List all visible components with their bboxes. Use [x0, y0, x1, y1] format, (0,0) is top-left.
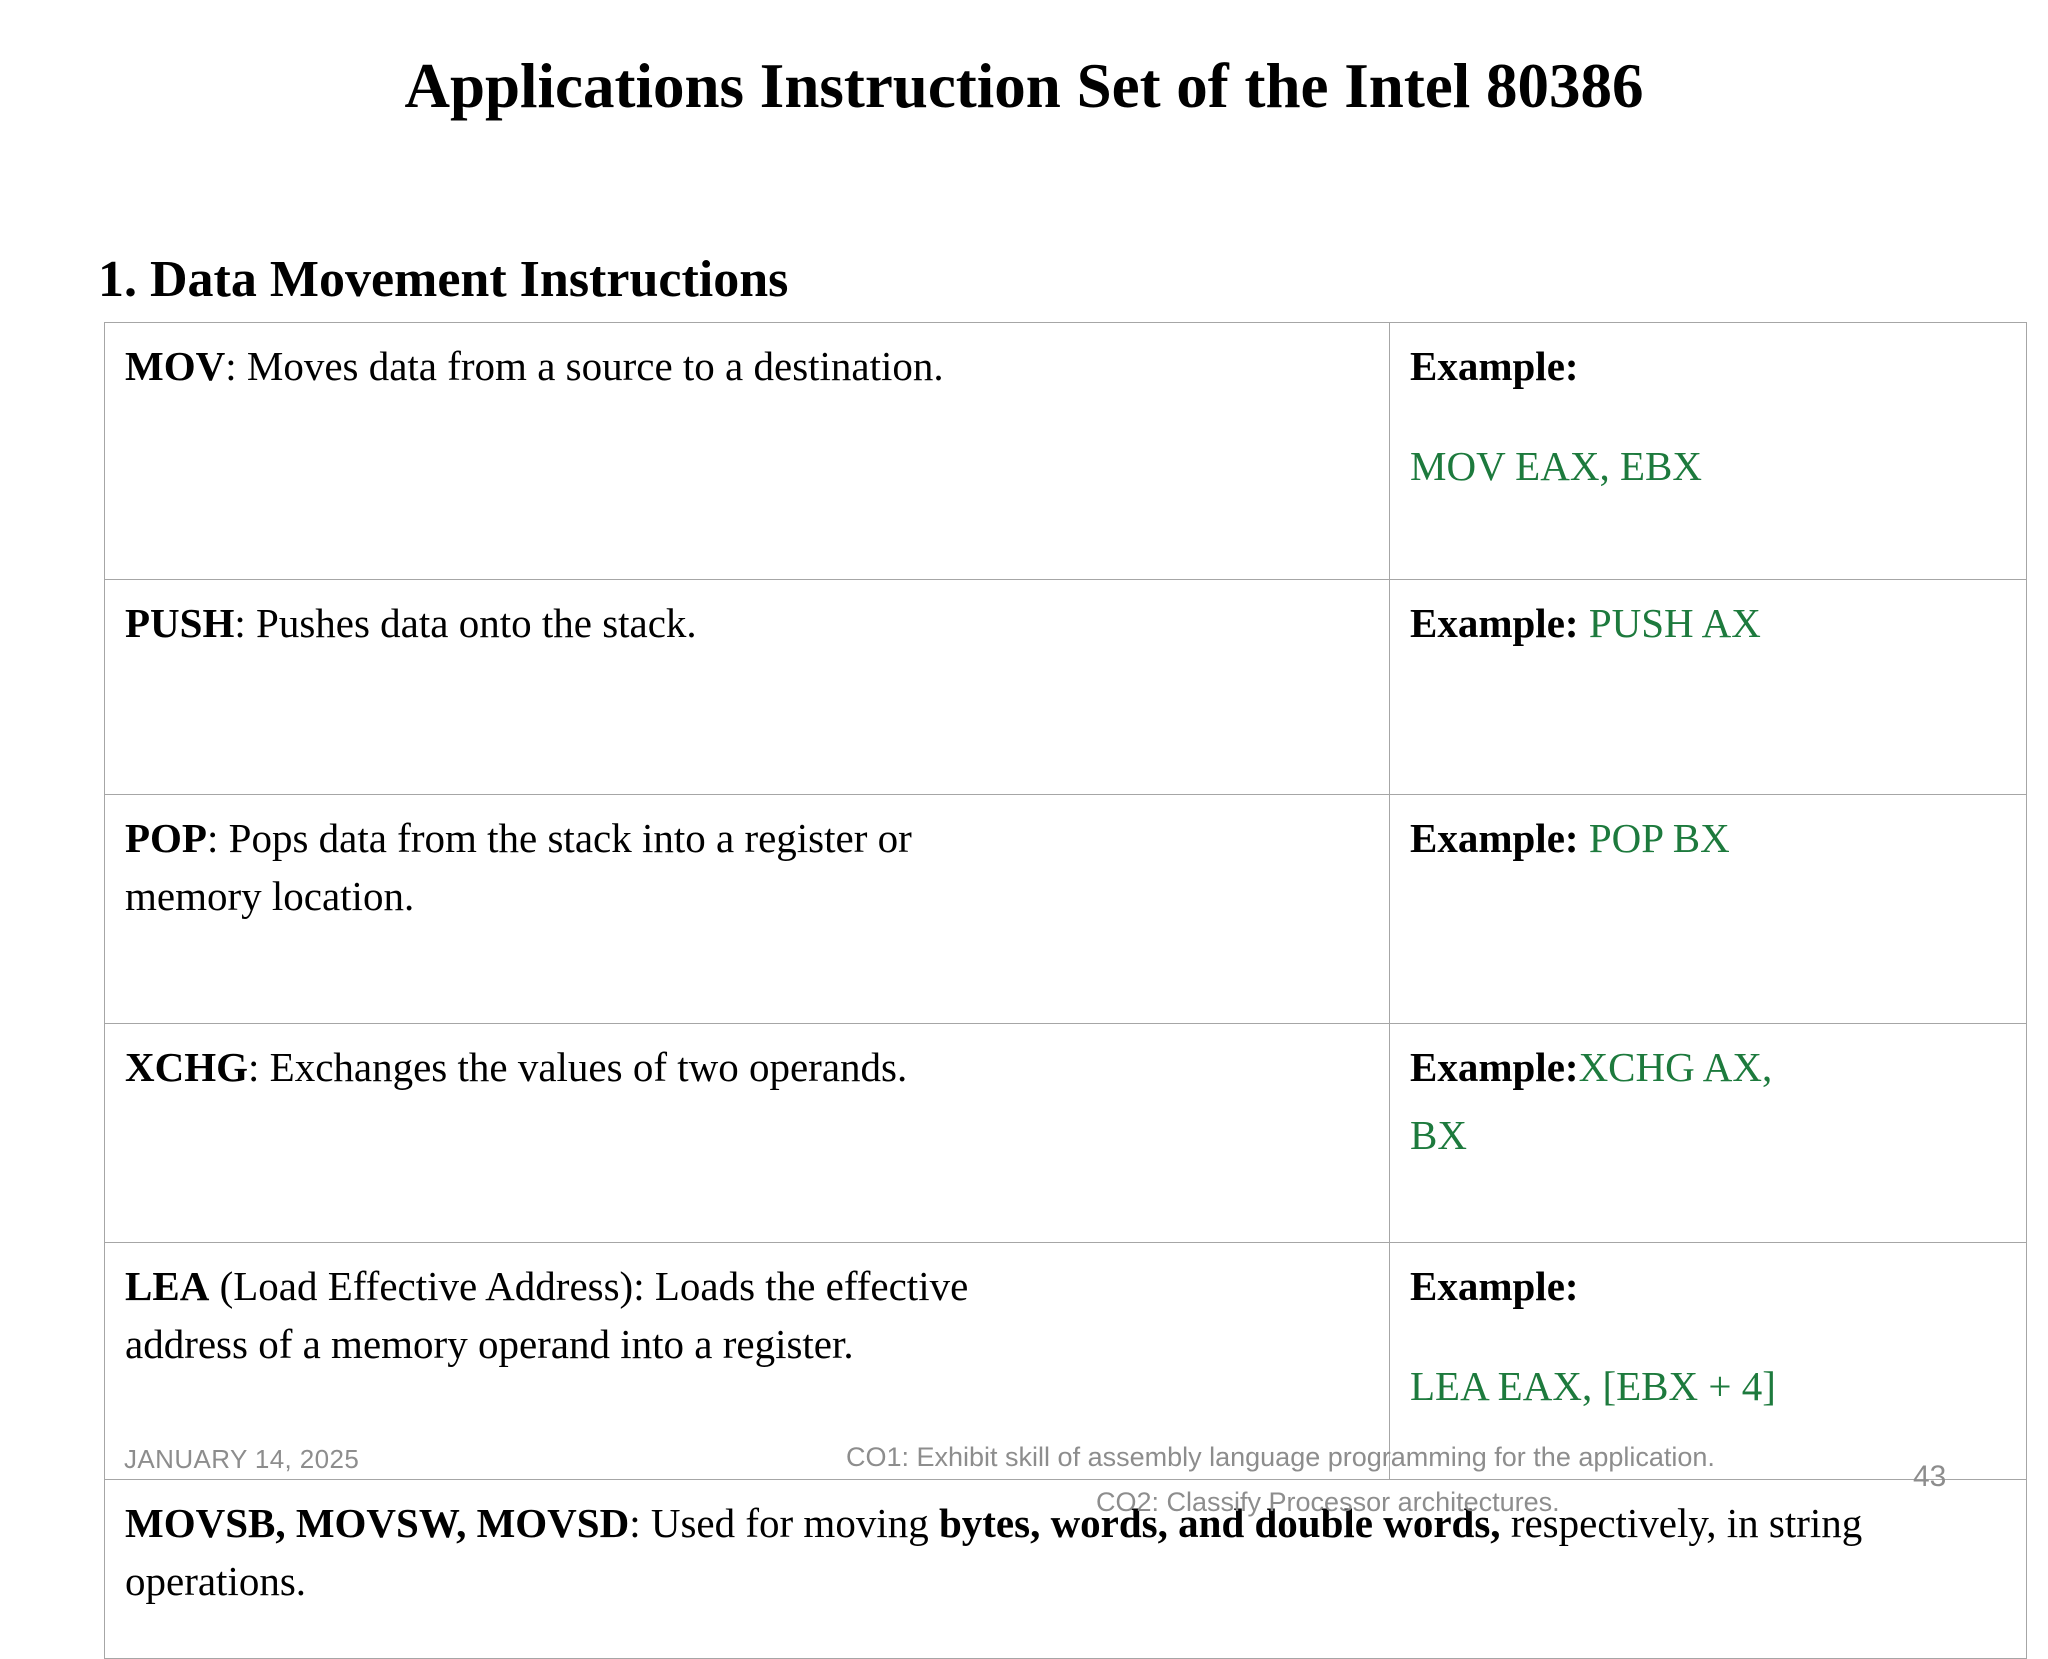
footer-course-outcome-1: CO1: Exhibit skill of assembly language …	[846, 1442, 1715, 1472]
instruction-description: Exchanges the values of two operands.	[269, 1044, 908, 1090]
example-line: Example:	[1410, 337, 2008, 395]
instruction-description-cell-full: MOVSB, MOVSW, MOVSD: Used for moving byt…	[104, 1479, 2027, 1659]
instruction-name: POP	[125, 815, 207, 861]
table-row: LEA (Load Effective Address): Loads the …	[104, 1242, 2027, 1480]
instruction-name: PUSH	[125, 600, 235, 646]
instruction-example-cell: Example: PUSH AX	[1389, 579, 2027, 795]
example-separator: :	[1564, 343, 1579, 389]
instruction-example-cell: Example:XCHG AX, BX	[1389, 1023, 2027, 1243]
instruction-separator: :	[248, 1044, 270, 1090]
instruction-description-cell: POP: Pops data from the stack into a reg…	[104, 794, 1390, 1024]
instruction-description-line2: memory location.	[125, 873, 415, 920]
example-line: Example:	[1410, 1257, 2008, 1315]
example-code: LEA EAX, [EBX + 4]	[1410, 1363, 1776, 1410]
instruction-example-cell: Example: POP BX	[1389, 794, 2027, 1024]
instruction-example-cell: Example: LEA EAX, [EBX + 4]	[1389, 1242, 2027, 1480]
example-separator: :	[1564, 600, 1589, 646]
instruction-description: Used for moving	[650, 1500, 939, 1546]
instruction-description: Moves data from a source to a destinatio…	[246, 343, 944, 389]
example-code: XCHG AX,	[1578, 1044, 1773, 1090]
table-row: XCHG: Exchanges the values of two operan…	[104, 1023, 2027, 1243]
instruction-description-cell: PUSH: Pushes data onto the stack.	[104, 579, 1390, 795]
example-code: PUSH AX	[1588, 600, 1761, 646]
instruction-description: Loads the effective	[654, 1263, 969, 1309]
example-line: Example: PUSH AX	[1410, 594, 2008, 652]
slide-page-number: 43	[1913, 1460, 1947, 1493]
instruction-description-cell: XCHG: Exchanges the values of two operan…	[104, 1023, 1390, 1243]
instruction-name: XCHG	[125, 1044, 248, 1090]
instruction-description-cell: MOV: Moves data from a source to a desti…	[104, 322, 1390, 580]
example-code: MOV EAX, EBX	[1410, 443, 1702, 490]
example-line: Example:XCHG AX,	[1410, 1038, 2008, 1096]
table-row: PUSH: Pushes data onto the stack. Exampl…	[104, 579, 2027, 795]
instruction-name: MOV	[125, 343, 226, 389]
instruction-example-cell: Example: MOV EAX, EBX	[1389, 322, 2027, 580]
instruction-separator: (Load Effective Address):	[209, 1263, 655, 1309]
instruction-separator: :	[206, 815, 229, 861]
example-separator: :	[1564, 1044, 1579, 1090]
example-code-continued: BX	[1410, 1112, 1467, 1159]
instruction-separator: :	[234, 600, 257, 646]
section-heading: 1. Data Movement Instructions	[98, 251, 789, 308]
example-label: Example	[1410, 1263, 1565, 1309]
table-row: MOV: Moves data from a source to a desti…	[104, 322, 2027, 580]
example-label: Example	[1410, 815, 1565, 861]
instruction-description: Pops data from the stack into a register…	[228, 815, 912, 861]
example-label: Example	[1410, 1044, 1565, 1090]
instruction-description-cell: LEA (Load Effective Address): Loads the …	[104, 1242, 1390, 1480]
instruction-description: Pushes data onto the stack.	[256, 600, 697, 646]
instruction-name: LEA	[125, 1263, 210, 1309]
example-line: Example: POP BX	[1410, 809, 2008, 867]
example-separator: :	[1564, 1263, 1579, 1309]
footer-course-outcome-2: CO2: Classify Processor architectures.	[1096, 1487, 1560, 1517]
instruction-separator: :	[225, 343, 247, 389]
example-code: POP BX	[1588, 815, 1730, 861]
instruction-description-line2: address of a memory operand into a regis…	[125, 1321, 854, 1368]
table-row: MOVSB, MOVSW, MOVSD: Used for moving byt…	[104, 1479, 2027, 1659]
instruction-separator: :	[629, 1500, 651, 1546]
instruction-name: MOVSB, MOVSW, MOVSD	[125, 1500, 630, 1546]
example-separator: :	[1564, 815, 1589, 861]
footer-date: JANUARY 14, 2025	[124, 1444, 360, 1474]
example-label: Example	[1410, 600, 1565, 646]
example-label: Example	[1410, 343, 1565, 389]
page-title: Applications Instruction Set of the Inte…	[404, 51, 1644, 121]
table-row: POP: Pops data from the stack into a reg…	[104, 794, 2027, 1024]
